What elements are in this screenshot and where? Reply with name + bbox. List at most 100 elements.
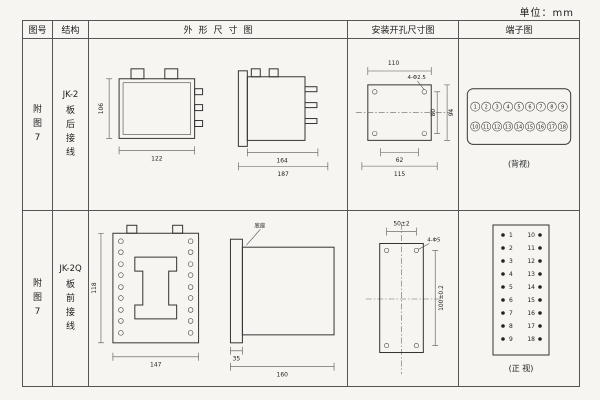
svg-text:4: 4	[509, 271, 513, 278]
model-label: JK-2	[62, 90, 79, 100]
fig-no-cell-row1: 附 图 7	[23, 39, 53, 211]
dim-label-122: 122	[151, 155, 163, 162]
svg-text:9: 9	[561, 105, 564, 111]
svg-text:7: 7	[539, 105, 542, 111]
dim-label-35: 35	[233, 356, 241, 363]
svg-text:2: 2	[509, 245, 513, 252]
svg-text:14: 14	[516, 124, 522, 130]
svg-text:8: 8	[509, 323, 513, 330]
jk2q-cutout	[365, 223, 442, 375]
jk2-side-view: 164 187	[237, 68, 329, 178]
svg-text:5: 5	[517, 105, 520, 111]
jk2q-front-view: 118 147	[91, 224, 200, 369]
terminal-diagram-front-view: 1 2 3 4 5 6 7 8 9 10 11 12 13 14 15	[492, 224, 550, 373]
svg-text:13: 13	[505, 124, 511, 130]
outline-drawing-jk2: 106 122 164 187	[98, 68, 329, 178]
dim-label-187: 187	[277, 171, 289, 178]
terminal-block-outline	[466, 88, 572, 145]
svg-text:1: 1	[509, 232, 513, 239]
jk2q-side-view: 底座 35 160	[229, 221, 335, 379]
jk2-front-view: 106 122	[98, 68, 204, 162]
structure-cell-row2: JK-2Q 板 前 接 线	[53, 211, 89, 386]
svg-text:12: 12	[527, 258, 535, 265]
header-terminal-diagram: 端子图	[459, 21, 579, 39]
dim-label-94: 94	[448, 109, 455, 117]
svg-text:16: 16	[538, 124, 544, 130]
svg-text:10: 10	[472, 124, 478, 130]
svg-text:5: 5	[509, 284, 513, 291]
outline-cell-row1: 106 122 164 187	[89, 39, 348, 211]
fig-no-row2: 附 图 7	[33, 279, 42, 318]
drawing-table: 图号 结构 外形尺寸图 安装开孔尺寸图 端子图 附 图 7 JK-2 板 后 接…	[22, 20, 580, 387]
hole-note-label: 4-Φ2.5	[407, 75, 425, 81]
dim-label-147: 147	[150, 362, 162, 369]
dim-label-106: 106	[98, 103, 105, 115]
svg-text:17: 17	[549, 124, 555, 130]
structure-char: 前	[65, 294, 75, 304]
structure-char: 后	[65, 120, 75, 130]
svg-text:18: 18	[527, 336, 535, 343]
svg-text:18: 18	[560, 124, 566, 130]
fig-char: 7	[34, 133, 41, 143]
dim-label-50: 50±2	[393, 221, 410, 228]
fig-char: 图	[32, 119, 42, 129]
mounting-drawing-jk2q: 50±2 4-Φ5 100±0.2	[365, 221, 445, 375]
svg-text:6: 6	[528, 105, 531, 111]
unit-label: 单位：mm	[519, 8, 574, 19]
svg-text:17: 17	[527, 323, 535, 330]
structure-char: 线	[65, 148, 75, 158]
mounting-cell-row1: 110 4-Φ2.5 80 94 62 115	[348, 39, 459, 211]
jk2q-front-terminals	[118, 238, 194, 336]
fig-char: 图	[32, 293, 42, 303]
outline-cell-row2: 118 147 底座 35 160	[89, 211, 348, 386]
header-mounting-dims: 安装开孔尺寸图	[348, 21, 459, 39]
dim-label-100: 100±0.2	[438, 285, 445, 311]
svg-text:14: 14	[527, 284, 535, 291]
header-structure: 结构	[53, 21, 89, 39]
terminal-pins-left: 1 2 3 4 5 6 7 8 9	[501, 232, 513, 343]
svg-text:16: 16	[527, 310, 535, 317]
fig-char: 7	[34, 307, 41, 317]
terminal-block-outline	[492, 224, 550, 356]
svg-text:3: 3	[496, 105, 499, 111]
model-label: JK-2Q	[59, 264, 82, 274]
terminal-pins-right: 10 11 12 13 14 15 16 17 18	[527, 232, 542, 343]
hole-note-label: 4-Φ5	[427, 238, 440, 244]
terminal-circles	[470, 101, 568, 132]
dim-label-118: 118	[91, 282, 98, 294]
svg-text:8: 8	[550, 105, 553, 111]
structure-char: 板	[65, 280, 75, 290]
svg-text:1: 1	[474, 105, 477, 111]
svg-text:15: 15	[527, 124, 533, 130]
dim-label-110: 110	[388, 60, 400, 67]
svg-text:2: 2	[485, 105, 488, 111]
terminal-numbers: 1 2 3 4 5 6 7 8 9 10 11 12 13 14 15 16 1	[472, 105, 566, 131]
base-note-label: 底座	[254, 221, 265, 229]
header-fig-no: 图号	[23, 21, 53, 39]
svg-text:15: 15	[527, 297, 535, 304]
terminal-cell-row2: 1 2 3 4 5 6 7 8 9 10 11 12 13 14 15	[459, 211, 579, 386]
dim-label-164: 164	[276, 157, 288, 164]
jk2-cutout-dims: 110 4-Φ2.5 80 94 62 115	[361, 60, 455, 178]
svg-text:7: 7	[509, 310, 513, 317]
fig-no-row1: 附 图 7	[33, 105, 42, 144]
svg-text:11: 11	[483, 124, 489, 130]
structure-cell-row1: JK-2 板 后 接 线	[53, 39, 89, 211]
header-outline-dims: 外形尺寸图	[89, 21, 348, 39]
dim-label-160: 160	[277, 372, 289, 379]
svg-text:10: 10	[527, 232, 535, 239]
structure-row2: JK-2Q 板 前 接 线	[59, 264, 81, 333]
terminal-cell-row1: 1 2 3 4 5 6 7 8 9 10 11 12 13 14 15 16 1	[459, 39, 579, 211]
jk2-cutout	[355, 84, 451, 141]
terminal-diagram-back-view: 1 2 3 4 5 6 7 8 9 10 11 12 13 14 15 16 1	[466, 88, 572, 168]
terminal-caption-front: (正 视)	[509, 363, 534, 373]
fig-char: 附	[32, 279, 42, 289]
jk2q-cutout-dims: 50±2 4-Φ5 100±0.2	[386, 221, 445, 346]
svg-text:11: 11	[527, 245, 535, 252]
mounting-cell-row2: 50±2 4-Φ5 100±0.2	[348, 211, 459, 386]
svg-text:13: 13	[527, 271, 535, 278]
svg-text:9: 9	[509, 336, 513, 343]
structure-char: 接	[65, 134, 75, 144]
structure-char: 板	[65, 106, 75, 116]
